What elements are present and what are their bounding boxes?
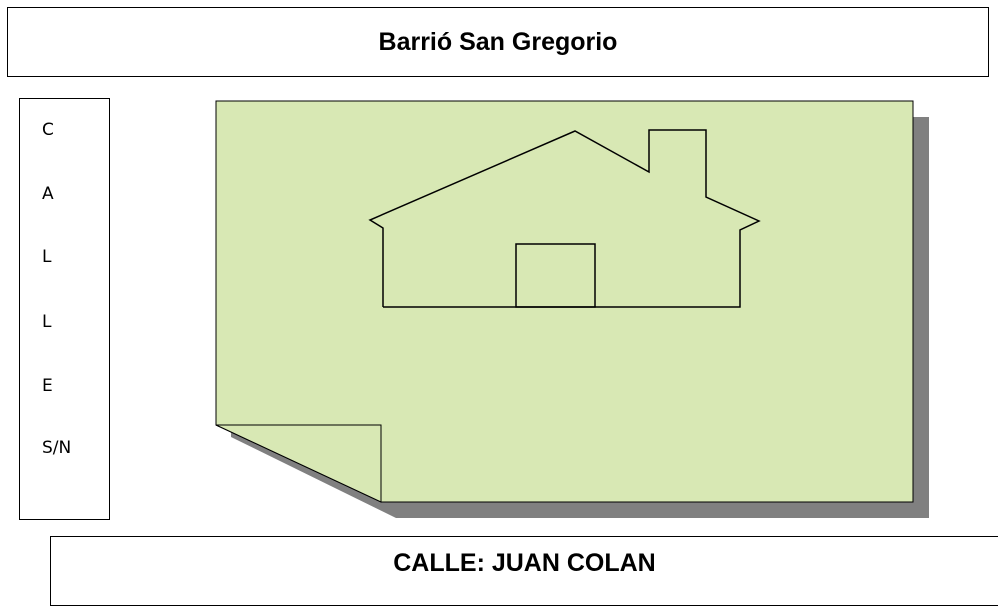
side-street-box: C A L L E S/N xyxy=(19,98,110,520)
house-icon xyxy=(368,129,761,308)
side-street-letter-c: C xyxy=(42,120,54,140)
side-street-letter-a: A xyxy=(42,184,54,204)
plot-diagram xyxy=(215,100,929,518)
bottom-street-label: CALLE: JUAN COLAN xyxy=(393,549,656,577)
neighborhood-title-text: Barrió San Gregorio xyxy=(378,27,618,56)
side-street-letter-l2: L xyxy=(42,312,52,332)
plot-area xyxy=(215,100,914,503)
side-street-number: S/N xyxy=(42,438,72,458)
neighborhood-title: Barrió San Gregorio xyxy=(7,7,989,77)
bottom-street-box: CALLE: JUAN COLAN xyxy=(50,536,998,606)
house-door xyxy=(515,243,596,308)
folded-corner xyxy=(215,424,382,503)
side-street-letter-e: E xyxy=(42,376,53,396)
side-street-letter-l1: L xyxy=(42,247,52,267)
